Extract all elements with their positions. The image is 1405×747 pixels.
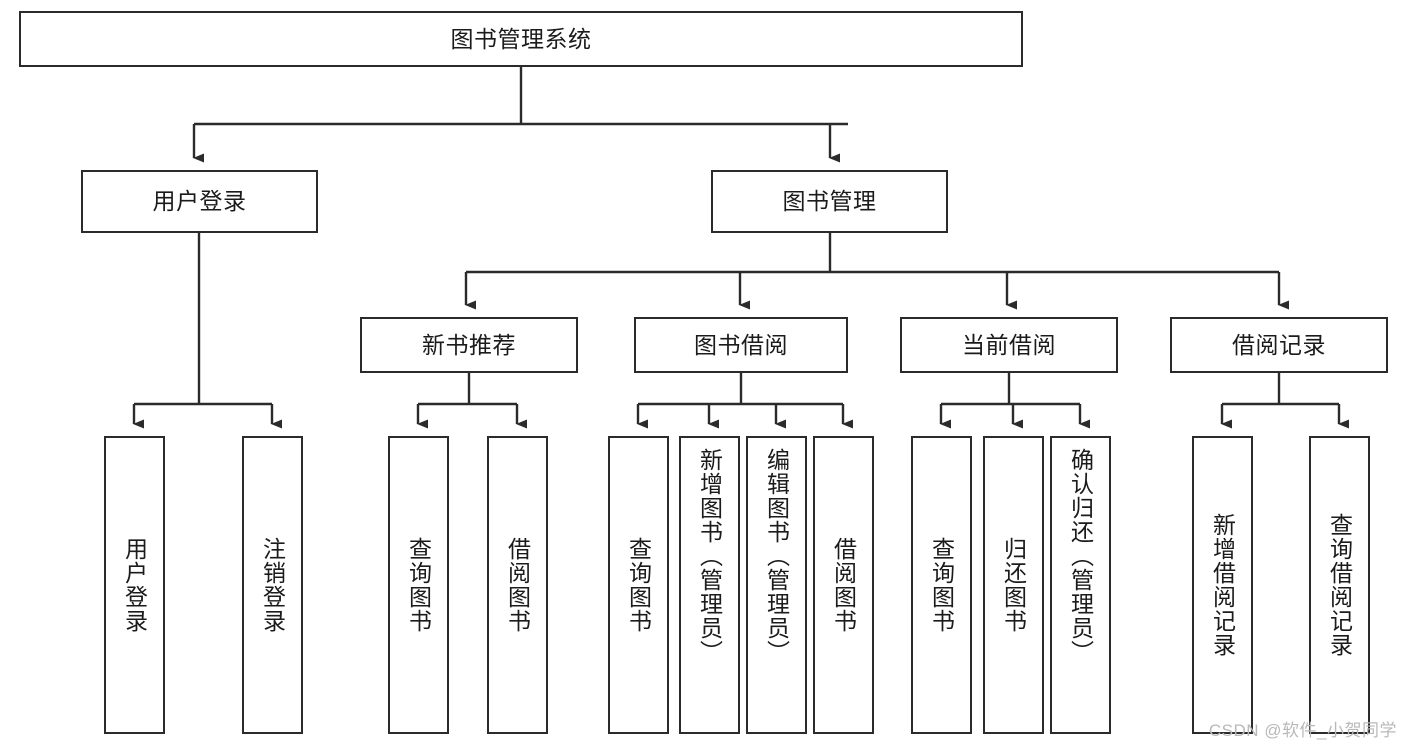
node-root-label: 图书管理系统: [450, 25, 592, 52]
edges-book-manage-to-level3: [464, 233, 1289, 310]
node-leaf-query-record-label: 查询借阅记录: [1326, 513, 1353, 657]
node-leaf-query-record[interactable]: 查询借阅记录: [1309, 436, 1370, 734]
node-leaf-add-book[interactable]: 新增图书（管理员）: [679, 436, 740, 734]
node-leaf-borrow-book-1-label: 借阅图书: [504, 537, 531, 633]
node-leaf-add-book-label: 新增图书（管理员）: [696, 448, 723, 664]
node-new-book-recommend-label: 新书推荐: [422, 331, 516, 358]
node-user-login-label: 用户登录: [152, 188, 247, 215]
node-book-borrow[interactable]: 图书借阅: [634, 317, 848, 373]
node-leaf-borrow-book-1[interactable]: 借阅图书: [487, 436, 548, 734]
node-leaf-query-book-1-label: 查询图书: [405, 537, 432, 633]
node-leaf-confirm-return[interactable]: 确认归还（管理员）: [1050, 436, 1111, 734]
node-user-login[interactable]: 用户登录: [81, 170, 318, 233]
node-leaf-borrow-book-2[interactable]: 借阅图书: [813, 436, 874, 734]
edges-current-borrow-to-leaves: [939, 373, 1090, 429]
edges-book-borrow-to-leaves: [636, 373, 853, 429]
edges-user-login-to-leaves: [132, 233, 282, 429]
node-leaf-user-login[interactable]: 用户登录: [104, 436, 165, 734]
node-leaf-query-book-1[interactable]: 查询图书: [388, 436, 449, 734]
csdn-watermark: CSDN @软件_小贺同学: [1208, 721, 1397, 740]
node-current-borrow-label: 当前借阅: [962, 331, 1056, 358]
node-borrow-record[interactable]: 借阅记录: [1170, 317, 1388, 373]
node-leaf-user-login-label: 用户登录: [121, 537, 148, 633]
node-book-manage[interactable]: 图书管理: [711, 170, 948, 233]
node-leaf-return-book[interactable]: 归还图书: [983, 436, 1044, 734]
node-book-borrow-label: 图书借阅: [694, 331, 788, 358]
node-book-manage-label: 图书管理: [782, 188, 877, 215]
node-leaf-user-logout-label: 注销登录: [259, 537, 286, 633]
node-leaf-query-book-2-label: 查询图书: [625, 537, 652, 633]
node-leaf-query-book-3-label: 查询图书: [928, 537, 955, 633]
node-leaf-add-record-label: 新增借阅记录: [1209, 513, 1236, 657]
node-current-borrow[interactable]: 当前借阅: [900, 317, 1118, 373]
edges-new-book-recommend-to-leaves: [416, 373, 527, 429]
node-leaf-user-logout[interactable]: 注销登录: [242, 436, 303, 734]
node-leaf-return-book-label: 归还图书: [1000, 537, 1027, 633]
node-root[interactable]: 图书管理系统: [19, 11, 1023, 67]
edges-borrow-record-to-leaves: [1220, 373, 1349, 429]
node-leaf-query-book-2[interactable]: 查询图书: [608, 436, 669, 734]
node-leaf-confirm-return-label: 确认归还（管理员）: [1067, 448, 1094, 664]
node-new-book-recommend[interactable]: 新书推荐: [360, 317, 578, 373]
node-borrow-record-label: 借阅记录: [1232, 331, 1326, 358]
node-leaf-query-book-3[interactable]: 查询图书: [911, 436, 972, 734]
node-leaf-borrow-book-2-label: 借阅图书: [830, 537, 857, 633]
edges-root-to-level2: [192, 67, 848, 163]
node-leaf-edit-book[interactable]: 编辑图书（管理员）: [746, 436, 807, 734]
node-leaf-add-record[interactable]: 新增借阅记录: [1192, 436, 1253, 734]
node-leaf-edit-book-label: 编辑图书（管理员）: [763, 448, 790, 664]
